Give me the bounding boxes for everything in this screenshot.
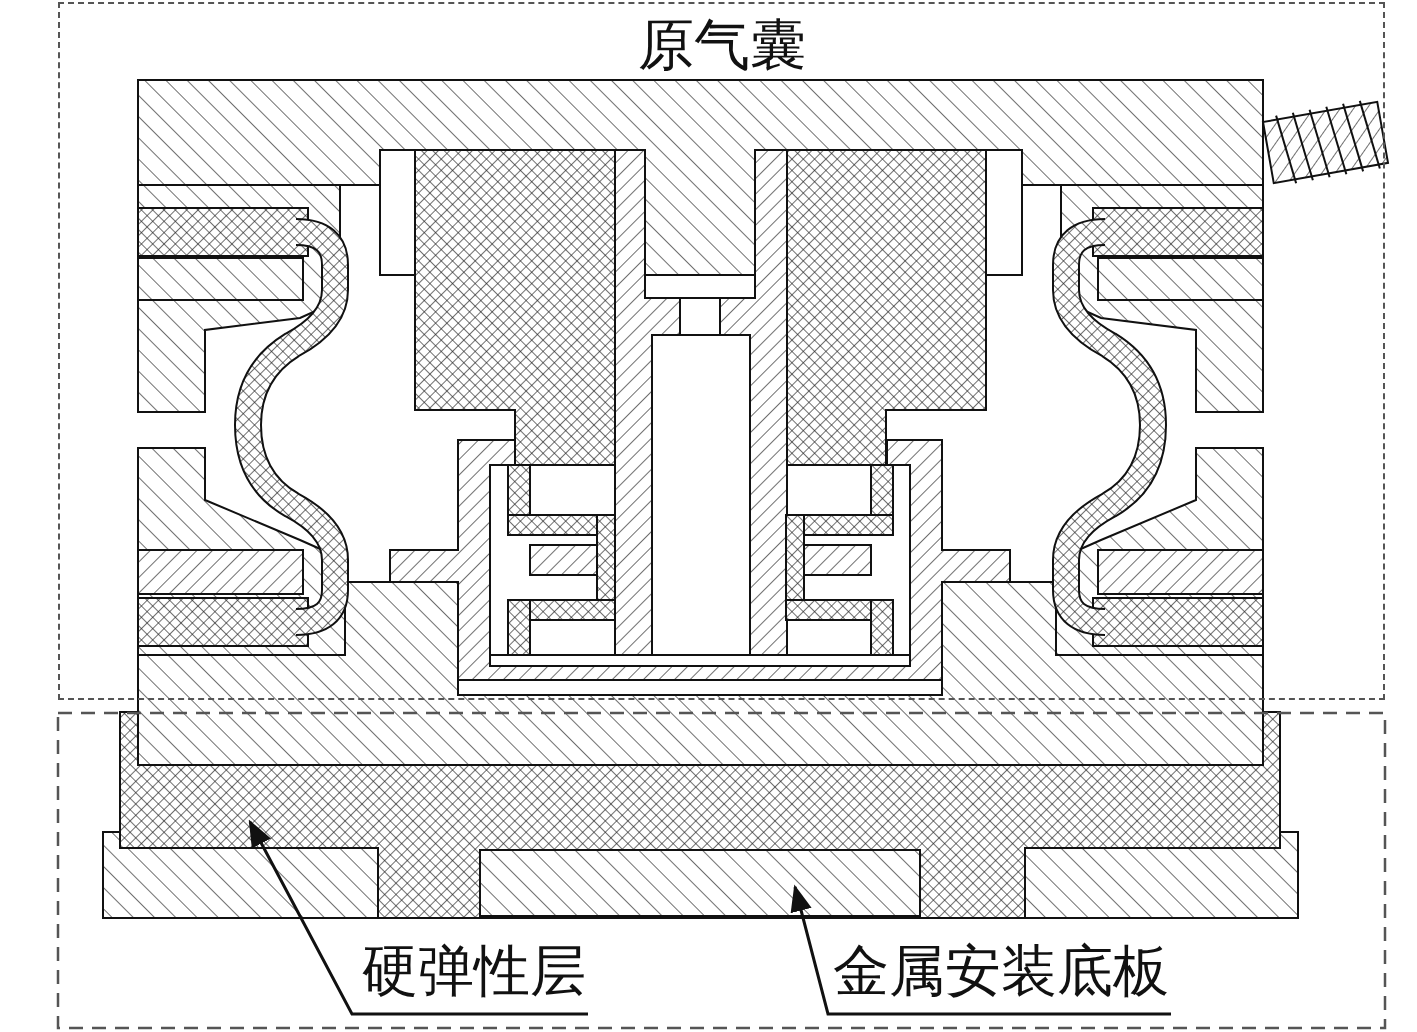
fitting-body	[1263, 102, 1388, 183]
part-name: 硬弹性层	[362, 940, 586, 1002]
thread-line	[1326, 105, 1346, 175]
inner-cup	[390, 440, 1010, 680]
seal	[871, 600, 893, 655]
rubber-ring	[1093, 208, 1263, 256]
bladder-outline	[248, 232, 335, 622]
mounting-plate	[103, 832, 378, 918]
dashed-region: 原气囊	[58, 2, 1385, 700]
rubber-block	[415, 150, 615, 465]
stem-slot	[645, 275, 755, 298]
rubber-ring	[138, 598, 308, 646]
rubber-ring	[138, 208, 308, 256]
region-title: 原气囊	[60, 14, 1383, 76]
rubber-ring	[1093, 598, 1263, 646]
thread-line	[1293, 111, 1313, 181]
rubber-bladder	[1066, 232, 1153, 622]
clamp-slot	[1098, 550, 1263, 594]
stem-neck	[680, 298, 720, 335]
seal	[508, 600, 530, 655]
thread-line	[1276, 114, 1296, 184]
leader-line	[250, 822, 588, 1014]
clamp-slot	[1098, 258, 1263, 300]
clamp-slot	[138, 258, 303, 300]
dashed-region	[58, 713, 1385, 1028]
thread-line	[1310, 108, 1330, 178]
thread-line	[1343, 102, 1363, 172]
clamp-slot	[138, 550, 303, 594]
leader-line	[795, 887, 1171, 1014]
cup-gap	[490, 655, 910, 666]
mounting-plate	[1025, 832, 1298, 918]
gap	[986, 150, 1022, 275]
air-fitting	[1262, 98, 1388, 187]
stem-arm	[530, 545, 597, 575]
gap	[380, 150, 415, 275]
stem-arm	[804, 545, 871, 575]
center-stem	[615, 150, 787, 655]
bladder-outline	[1066, 232, 1153, 622]
rubber-bladder	[248, 232, 335, 622]
rubber-block	[786, 150, 986, 465]
stem-bore	[652, 335, 750, 655]
thread-line	[1360, 99, 1380, 169]
mounting-plate	[480, 850, 920, 916]
part-name: 金属安装底板	[833, 940, 1169, 1002]
